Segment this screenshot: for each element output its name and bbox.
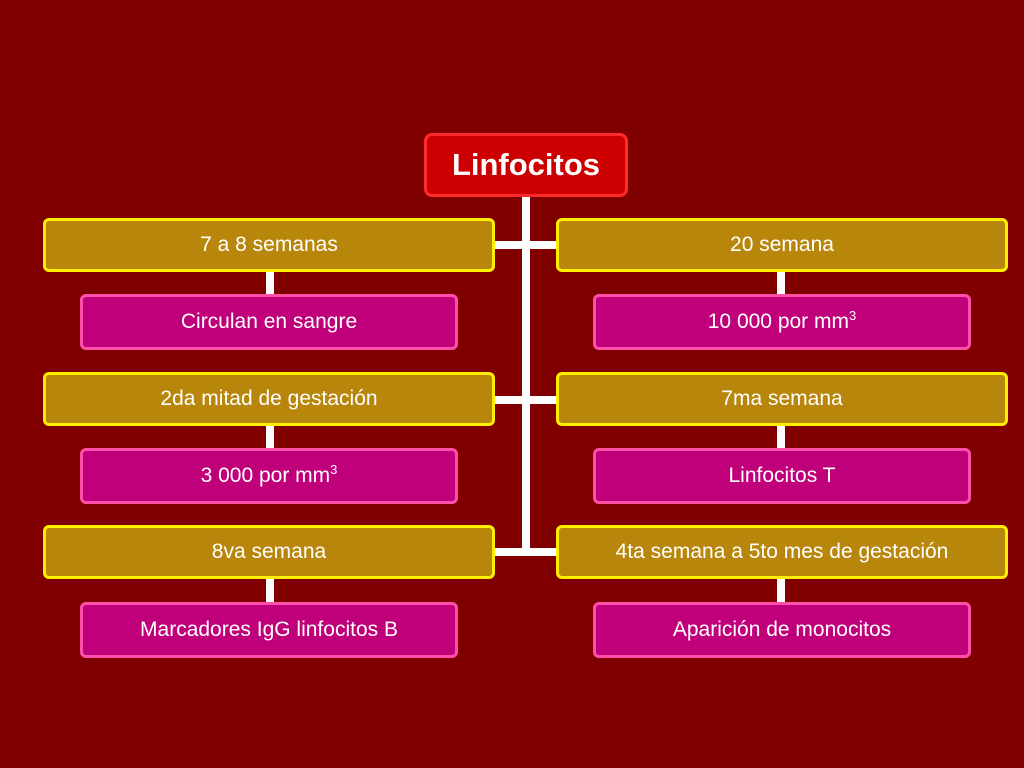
stem-connector-left-3	[266, 578, 274, 605]
root-node-label: Linfocitos	[451, 147, 601, 182]
detail-node-label: 10 000 por mm3	[707, 308, 857, 333]
stem-connector-left-1	[266, 270, 274, 297]
stage-node-left-3: 8va semana	[43, 525, 495, 579]
stage-node-left-1: 7 a 8 semanas	[43, 218, 495, 272]
stem-connector-right-1	[777, 270, 785, 297]
detail-node-label: Aparición de monocitos	[672, 618, 892, 641]
detail-node-label: 3 000 por mm3	[200, 462, 338, 487]
detail-node-left-2: 3 000 por mm3	[80, 448, 458, 504]
stage-node-label: 20 semana	[730, 233, 834, 256]
stage-node-label: 2da mitad de gestación	[160, 387, 378, 410]
detail-node-left-1: Circulan en sangre	[80, 294, 458, 350]
stem-connector-right-3	[777, 578, 785, 605]
stage-node-right-2: 7ma semana	[556, 372, 1008, 426]
stage-node-right-3: 4ta semana a 5to mes de gestación	[556, 525, 1008, 579]
stage-node-right-1: 20 semana	[556, 218, 1008, 272]
detail-node-label: Marcadores IgG linfocitos B	[140, 618, 398, 641]
detail-node-right-3: Aparición de monocitos	[593, 602, 971, 658]
detail-node-left-3: Marcadores IgG linfocitos B	[80, 602, 458, 658]
branch-connector-right-2	[522, 396, 558, 404]
branch-connector-left-3	[492, 548, 530, 556]
stage-node-label: 8va semana	[211, 540, 327, 563]
stage-node-label: 4ta semana a 5to mes de gestación	[615, 540, 949, 563]
detail-node-right-2: Linfocitos T	[593, 448, 971, 504]
stage-node-label: 7 a 8 semanas	[200, 233, 338, 256]
branch-connector-left-2	[492, 396, 530, 404]
branch-connector-right-1	[522, 241, 558, 249]
stem-connector-right-2	[777, 425, 785, 451]
root-node: Linfocitos	[424, 133, 628, 197]
detail-node-right-1: 10 000 por mm3	[593, 294, 971, 350]
stage-node-label: 7ma semana	[721, 387, 843, 410]
trunk-connector	[522, 195, 530, 552]
branch-connector-right-3	[522, 548, 558, 556]
stage-node-left-2: 2da mitad de gestación	[43, 372, 495, 426]
detail-node-label: Linfocitos T	[728, 464, 836, 487]
branch-connector-left-1	[492, 241, 530, 249]
stem-connector-left-2	[266, 425, 274, 451]
detail-node-label: Circulan en sangre	[180, 310, 358, 333]
